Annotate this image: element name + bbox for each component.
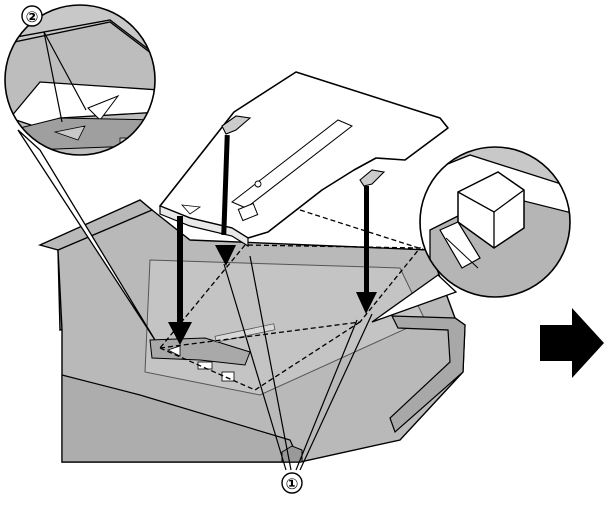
tray-notch-2	[221, 371, 235, 382]
detail-left-pointer	[17, 129, 156, 341]
down-arrow-icon	[356, 186, 377, 314]
cover-back-hook-left	[221, 115, 252, 135]
placement-outline	[158, 209, 426, 391]
cover-triangle-mark	[181, 204, 202, 215]
callout-one: ①	[223, 255, 373, 494]
callout-two-label: ②	[26, 8, 39, 26]
detail-right-pointer	[371, 274, 458, 323]
tray-right-wall	[389, 315, 466, 434]
insert-arrows	[168, 134, 377, 345]
paper-tray	[37, 199, 466, 463]
right-arrow-icon	[540, 308, 604, 378]
cover-center-slot	[231, 119, 353, 209]
cover-slot-hole	[254, 180, 262, 188]
tray-guide-slot	[149, 337, 251, 366]
cover-release-tab	[237, 202, 259, 222]
callout-two: ②	[21, 5, 87, 123]
down-arrow-icon	[168, 216, 192, 345]
tray-cover	[159, 71, 449, 248]
detail-circle-right	[371, 146, 571, 323]
callout-one-circle	[281, 472, 303, 494]
callout-two-circle	[21, 5, 43, 27]
cover-back-hook-right	[359, 169, 386, 187]
down-arrow-icon	[215, 134, 236, 266]
tray-triangle-mark	[166, 345, 181, 357]
callout-one-label: ①	[286, 475, 299, 493]
detail-circle-left	[4, 4, 156, 341]
